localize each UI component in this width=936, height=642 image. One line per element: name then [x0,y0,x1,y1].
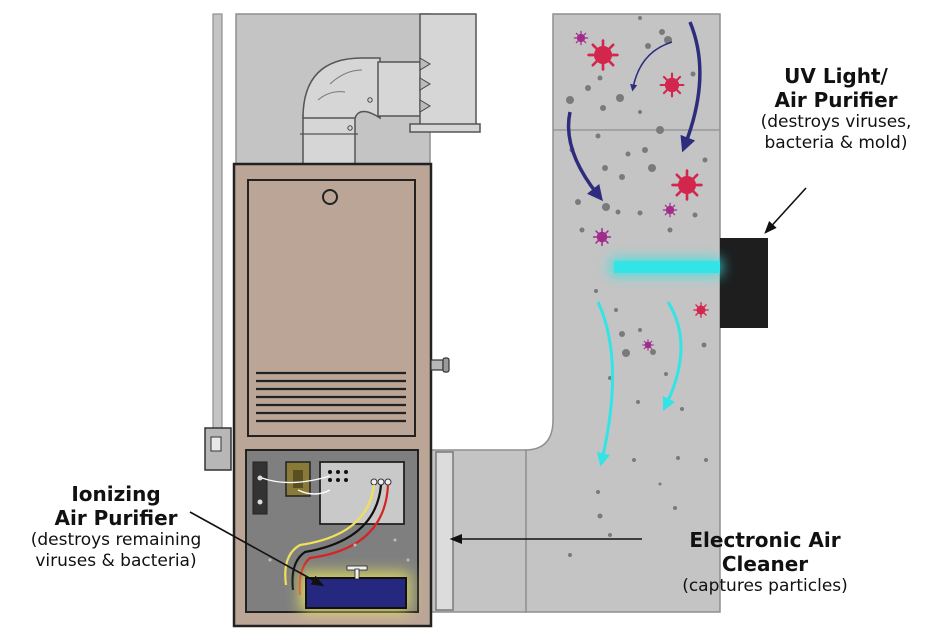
ion-title-2: Air Purifier [54,506,178,530]
uv-title-1: UV Light/ [784,64,888,88]
uv-title-2: Air Purifier [774,88,898,112]
ion-title-1: Ionizing [71,482,161,506]
airflow-arrow [566,21,702,467]
uv-desc-2: bacteria & mold) [764,133,908,153]
uv-light-label: UV Light/ Air Purifier (destroys viruses… [736,64,936,154]
flue-pipe [300,57,423,168]
ion-desc-1: (destroys remaining [30,530,202,550]
electrical-switch-box [204,427,232,471]
uv-lamp-beam [614,261,720,273]
ion-desc-2: viruses & bacteria) [35,551,197,571]
eac-title: Electronic Air Cleaner [689,528,841,576]
electronic-air-cleaner [435,451,454,611]
electronic-air-cleaner-label: Electronic Air Cleaner (captures particl… [650,528,880,597]
gas-pipe [212,13,223,447]
ionizing-purifier-label: Ionizing Air Purifier (destroys remainin… [0,482,232,572]
uv-desc-1: (destroys viruses, [760,112,912,132]
uv-light-unit [720,238,768,328]
supply-duct [524,13,721,613]
callout-lines [189,187,807,587]
draft-diverter [409,13,481,133]
furnace [232,162,450,628]
eac-desc: (captures particles) [682,576,848,596]
ionizing-air-purifier [300,565,410,612]
particles [566,16,708,557]
